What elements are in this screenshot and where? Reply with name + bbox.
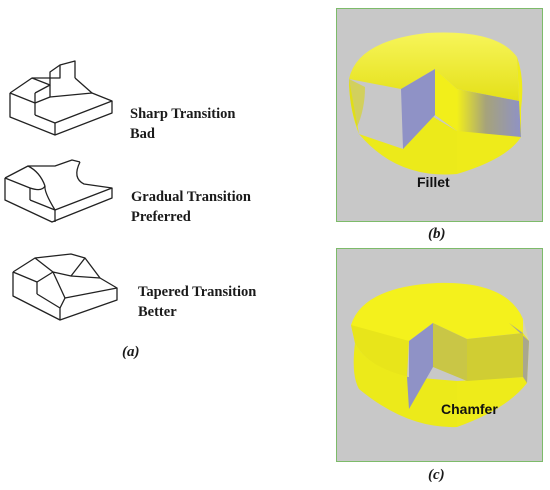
chamfer-label: Chamfer — [441, 401, 498, 417]
fillet-part-render — [349, 32, 523, 175]
gradual-transition-label: Gradual Transition Preferred — [131, 187, 251, 227]
chamfer-part-render — [351, 282, 529, 428]
sharp-transition-sketch — [9, 60, 113, 136]
caption-a: (a) — [122, 344, 140, 360]
gradual-transition-sketch — [4, 159, 113, 223]
caption-b: (b) — [428, 226, 446, 242]
gradual-transition-rating: Preferred — [131, 209, 191, 225]
tapered-transition-sketch — [12, 253, 118, 321]
tapered-transition-rating: Better — [138, 304, 177, 320]
caption-c: (c) — [428, 467, 445, 483]
tapered-transition-label: Tapered Transition Better — [138, 282, 256, 322]
sharp-transition-title: Sharp Transition — [130, 106, 236, 122]
sharp-transition-rating: Bad — [130, 126, 155, 142]
gradual-transition-title: Gradual Transition — [131, 189, 251, 205]
tapered-transition-title: Tapered Transition — [138, 284, 257, 300]
fillet-label: Fillet — [417, 174, 450, 190]
sharp-transition-label: Sharp Transition Bad — [130, 104, 235, 144]
chamfer-panel: Chamfer — [336, 248, 543, 462]
fillet-panel: Fillet — [336, 8, 543, 222]
